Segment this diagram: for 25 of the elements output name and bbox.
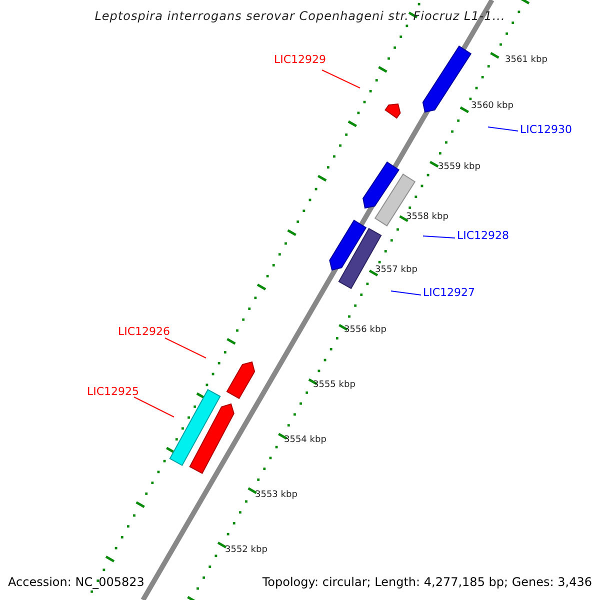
gene-label: LIC12929 xyxy=(274,54,326,65)
leader-line xyxy=(322,70,360,88)
leader-line xyxy=(488,126,518,132)
scale-label: 3559 kbp xyxy=(438,163,480,172)
leader-line xyxy=(422,236,456,238)
scale-label: 3555 kbp xyxy=(313,381,356,390)
scale-label: 3557 kbp xyxy=(375,266,418,275)
gene-label: LIC12928 xyxy=(457,230,510,241)
accession-text: Accession: NC_005823 xyxy=(8,576,144,588)
leader-line xyxy=(134,396,174,418)
gene-label: LIC12925 xyxy=(87,386,140,397)
gene-label: LIC12927 xyxy=(423,287,476,298)
map-title: Leptospira interrogans serovar Copenhageni str. Fiocruz L1-1... xyxy=(94,10,506,22)
scale-label: 3554 kbp xyxy=(284,436,326,445)
scale-label: 3556 kbp xyxy=(344,326,386,335)
scale-label: 3558 kbp xyxy=(406,213,448,222)
leader-line xyxy=(390,290,422,296)
topology-text: Topology: circular; Length: 4,277,185 bp; Genes: 3,436 xyxy=(262,576,592,588)
scale-label: 3552 kbp xyxy=(225,546,268,555)
gene-label: LIC12930 xyxy=(520,124,572,135)
scale-label: 3560 kbp xyxy=(471,102,514,111)
scale-label: 3553 kbp xyxy=(255,491,298,500)
gene-label: LIC12926 xyxy=(118,326,170,337)
leader-line xyxy=(164,338,206,358)
scale-label: 3561 kbp xyxy=(505,56,548,65)
